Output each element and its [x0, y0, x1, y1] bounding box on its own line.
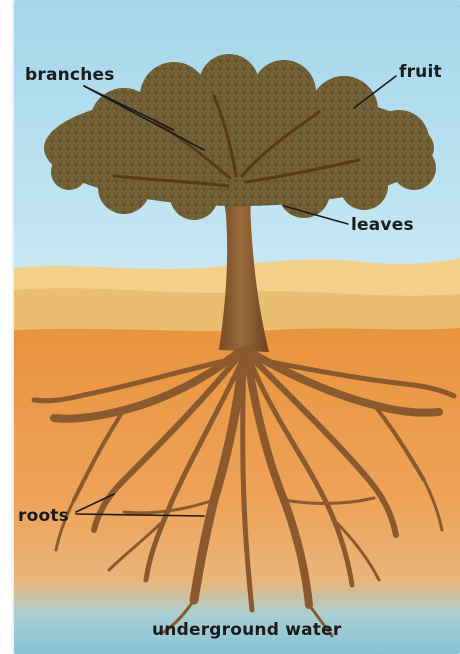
label-fruit: fruit	[399, 64, 442, 81]
label-branches: branches	[25, 67, 115, 84]
label-roots: roots	[18, 508, 69, 525]
label-leaves: leaves	[351, 217, 414, 234]
tree-diagram-panel: branches fruit leaves roots underground …	[14, 0, 460, 654]
tree-illustration	[14, 0, 460, 654]
label-underground-water: underground water	[152, 622, 341, 639]
